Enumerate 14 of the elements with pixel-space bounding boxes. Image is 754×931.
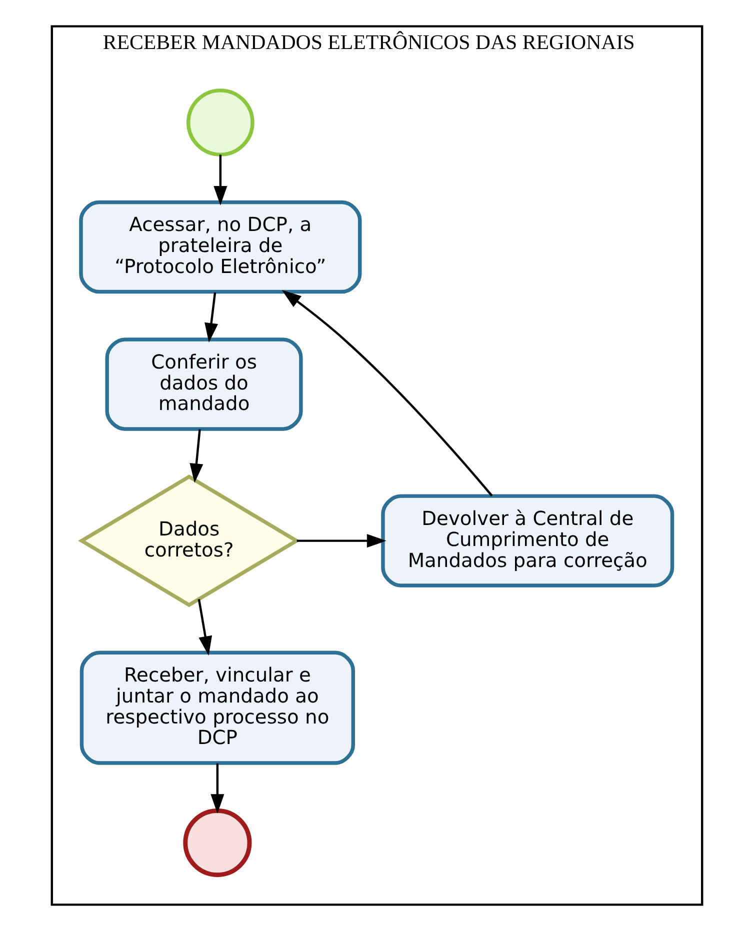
arrow [190, 429, 204, 483]
node-box: Conferir os dados do mandado [105, 338, 303, 431]
arrow [214, 154, 228, 206]
node-box: Receber, vincular e juntar o mandado ao respectivo processo no DCP [80, 650, 355, 765]
node-circle [186, 88, 254, 156]
node-circle [183, 808, 252, 878]
arrow [282, 290, 493, 496]
node-diamond: Dados corretos? [78, 474, 300, 608]
node-box: Acessar, no DCP, a prateleira de “Protocolo Eletrônico” [79, 200, 362, 294]
arrow [296, 534, 386, 548]
arrow [210, 763, 224, 814]
node-box: Devolver à Central de Cumprimento de Mandados para correção [381, 494, 674, 588]
arrow [198, 599, 212, 656]
arrow [204, 292, 218, 342]
